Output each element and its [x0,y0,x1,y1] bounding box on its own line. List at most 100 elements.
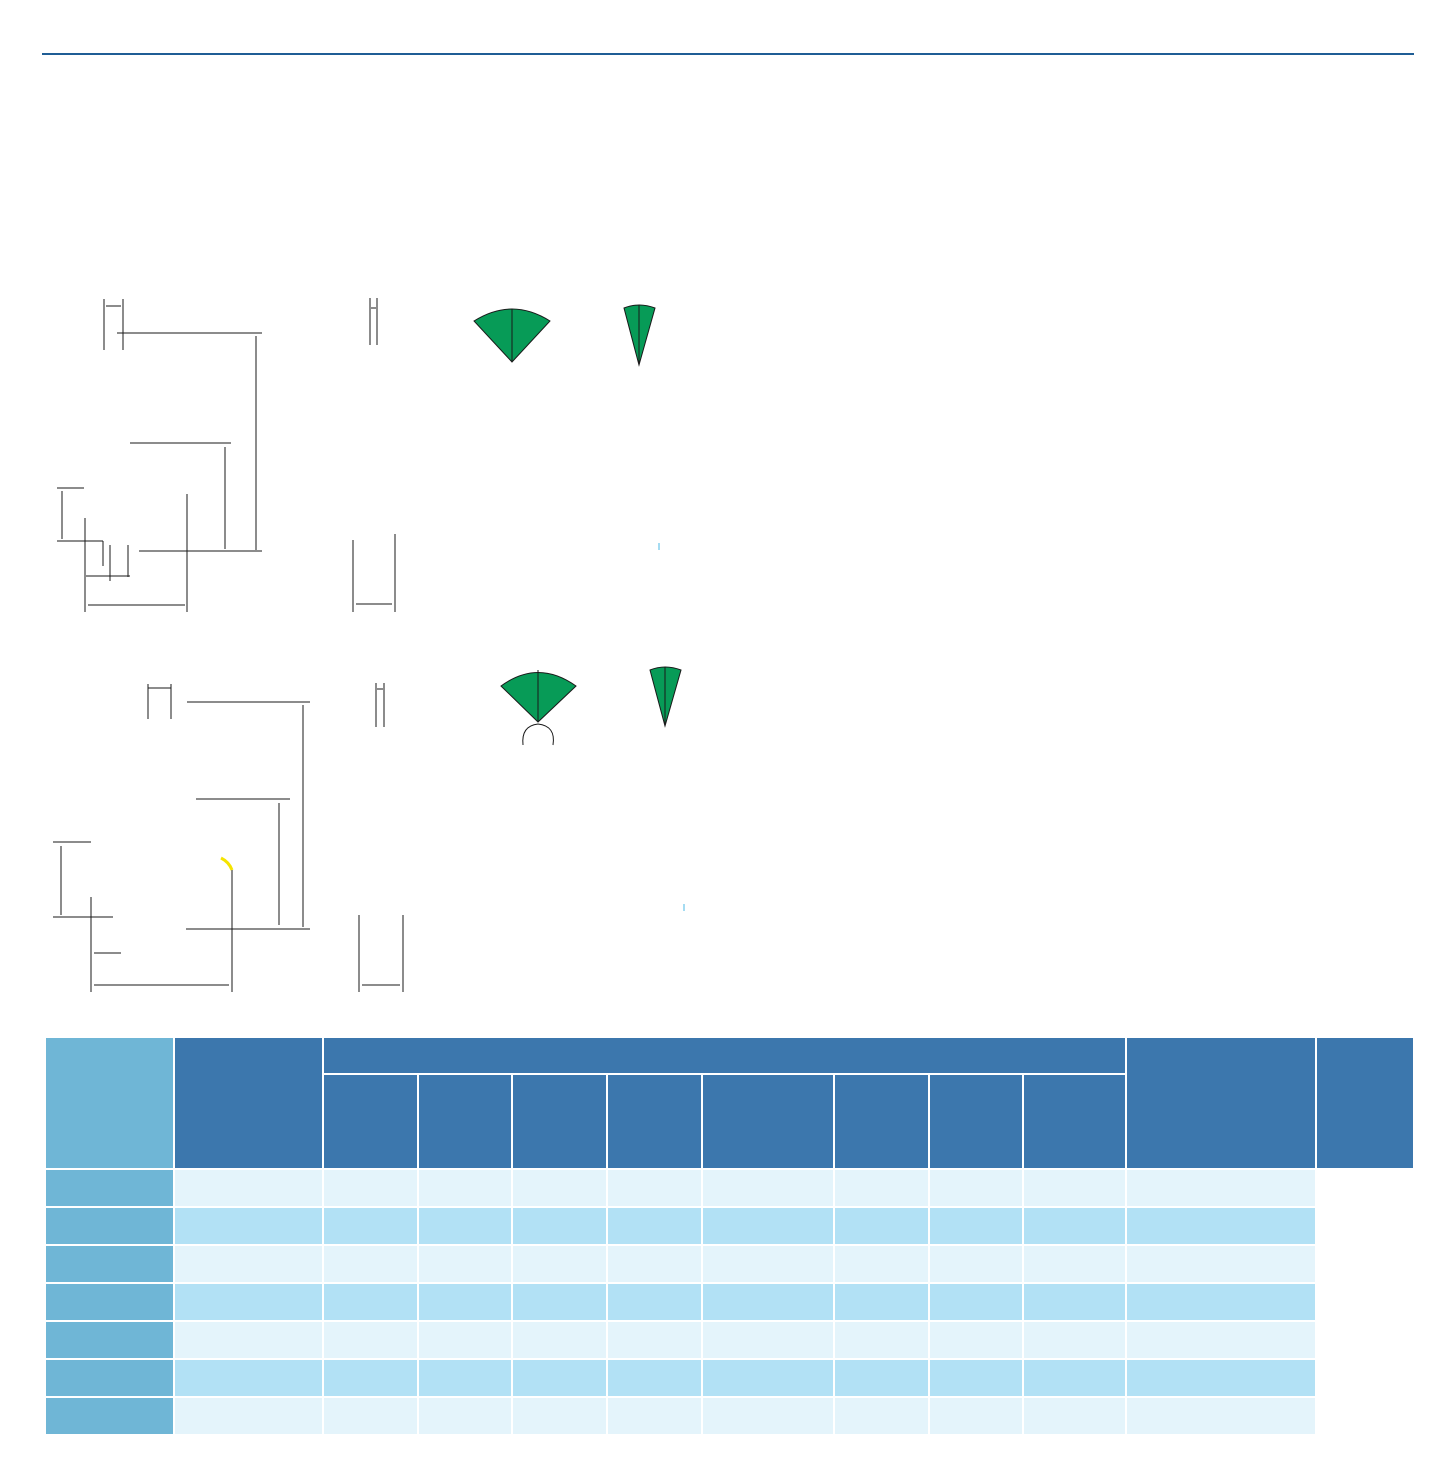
table-cell [928,1168,1024,1208]
table-cell [606,1358,703,1398]
table-cell [322,1168,419,1208]
table-cell [928,1282,1024,1322]
table-header-cell [701,1073,835,1170]
table-cell [511,1396,608,1436]
table-cell [606,1206,703,1246]
table-row [44,1396,1414,1436]
table-row [44,1358,1414,1398]
lower-side-view [53,684,310,992]
table-row [44,1168,1414,1208]
table-cell [417,1244,513,1284]
table-cell [833,1282,930,1322]
table-cell [833,1168,930,1208]
table-cell [701,1396,835,1436]
table-row [44,1320,1414,1360]
table-cell [1125,1396,1317,1436]
table-cell [417,1396,513,1436]
table-header-cell [44,1036,175,1170]
table-row [44,1244,1414,1284]
table-header-cell [1125,1036,1317,1170]
table-cell [1022,1206,1127,1246]
table-cell [1022,1396,1127,1436]
upper-front-view [352,298,396,612]
table-cell [1022,1320,1127,1360]
table-header-cell [173,1036,324,1170]
table-row-header [44,1282,175,1322]
table-cell [701,1244,835,1284]
table-cell [606,1168,703,1208]
table-body [44,1168,1414,1436]
lower-narrow-angle-fan [649,666,682,728]
table-cell [1125,1358,1317,1398]
table-cell [173,1320,324,1360]
table-header-cell [511,1073,608,1170]
table-cell [173,1168,324,1208]
table-header-cell [1022,1073,1127,1170]
table-cell [1022,1244,1127,1284]
table-cell [173,1358,324,1398]
table-cell [511,1244,608,1284]
table-cell [928,1320,1024,1360]
spec-table [44,1036,1415,1436]
table-cell [833,1358,930,1398]
table-cell [173,1244,324,1284]
table-cell [928,1206,1024,1246]
table-cell [606,1396,703,1436]
table-row [44,1206,1414,1246]
table-cell [833,1206,930,1246]
table-header-row [44,1036,1415,1170]
upper-narrow-angle-fan [623,304,656,367]
table-cell [701,1206,835,1246]
table-cell [928,1244,1024,1284]
table-cell [511,1206,608,1246]
table-cell [322,1358,419,1398]
table-cell [511,1320,608,1360]
table-cell [1022,1168,1127,1208]
table-cell [173,1206,324,1246]
table-group-header [322,1036,1127,1075]
table-cell [173,1396,324,1436]
table-cell [701,1282,835,1322]
table-cell [417,1168,513,1208]
top-rule [42,53,1414,55]
table-cell [606,1282,703,1322]
table-cell [322,1244,419,1284]
lower-wide-angle-fan [500,670,577,746]
table-row-header [44,1396,175,1436]
table-cell [701,1320,835,1360]
table-cell [1125,1206,1317,1246]
table-cell [1022,1358,1127,1398]
table-cell [417,1206,513,1246]
upper-side-view [57,299,262,612]
table-row-header [44,1206,175,1246]
table-header-cell [606,1073,703,1170]
table-cell [1125,1320,1317,1360]
table-cell [511,1168,608,1208]
technical-drawing [53,298,685,992]
table-row [44,1282,1414,1322]
table-header-cell [1315,1036,1415,1170]
table-cell [322,1396,419,1436]
table-cell [417,1358,513,1398]
table-header-cell [928,1073,1024,1170]
table-cell [322,1282,419,1322]
table-cell [1125,1244,1317,1284]
table-header-cell [322,1073,419,1170]
table-cell [701,1168,835,1208]
table-cell [1125,1282,1317,1322]
table-subheader-row [45,1073,1414,1170]
lower-front-view [358,683,404,992]
pivot-arc [522,723,554,746]
table-cell [606,1320,703,1360]
table-header-cell [833,1073,930,1170]
table-cell [1125,1168,1317,1208]
table-row-header [44,1168,175,1208]
table-cell [511,1282,608,1322]
table-cell [1022,1282,1127,1322]
table-cell [511,1358,608,1398]
upper-wide-angle-fan [473,308,551,363]
table-cell [322,1320,419,1360]
table-row-header [44,1320,175,1360]
table-cell [173,1282,324,1322]
table-cell [322,1206,419,1246]
